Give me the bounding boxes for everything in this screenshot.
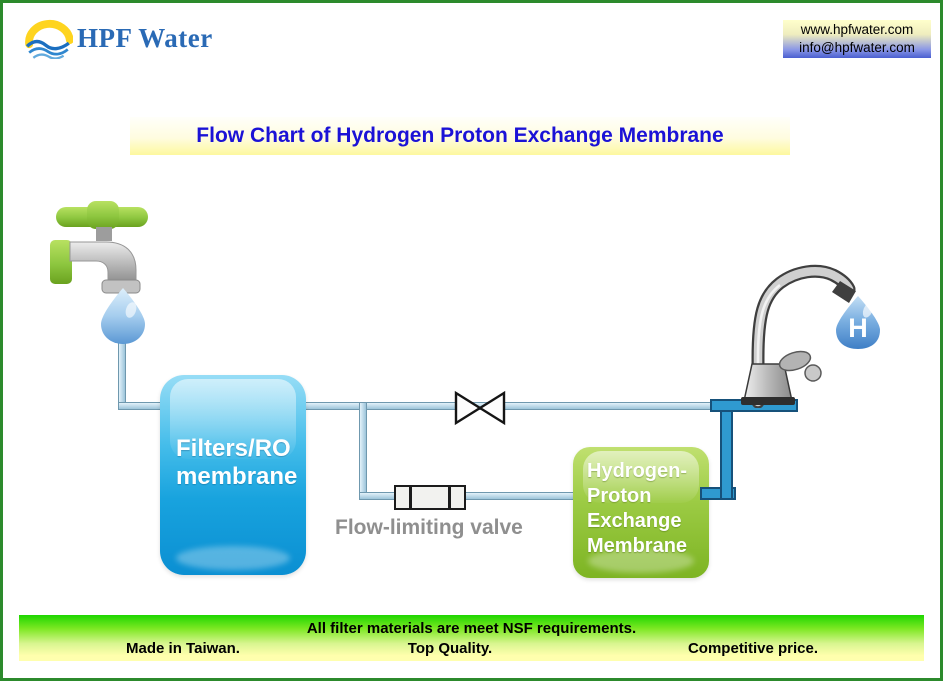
valve-divider [448,487,451,508]
valve-divider [409,487,412,508]
logo: HPF Water [25,17,213,59]
membrane-label-line2: Proton [587,485,652,507]
membrane-box: Hydrogen- Proton Exchange Membrane [573,447,709,578]
tap-faucet-icon [50,201,148,344]
filters-ro-label-line2: membrane [176,463,298,490]
competitive-price-text: Competitive price. [687,640,819,657]
email-link[interactable]: info@hpfwater.com [799,40,915,55]
flow-limiting-valve [394,485,466,510]
logo-wave-icon [25,19,73,59]
membrane-label-line4: Membrane [587,535,688,557]
logo-text: HPF Water [77,22,213,53]
page-title: Flow Chart of Hydrogen Proton Exchange M… [130,117,790,155]
shutoff-valve-icon [454,390,506,426]
flow-limiting-valve-label: Flow-limiting valve [335,516,523,539]
hydrogen-drop-icon: H [836,296,880,349]
water-drop-icon [101,288,145,344]
website-link[interactable]: www.hpfwater.com [800,22,914,37]
filters-ro-box: Filters/RO membrane [160,375,306,575]
footer-banner: All filter materials are meet NSF requir… [19,615,924,661]
pipe-thick-vertical [720,399,733,500]
hydrogen-letter: H [848,313,868,343]
filters-ro-label-line1: Filters/RO [176,435,291,462]
pipe-branch-vertical [359,402,367,498]
gooseneck-faucet-icon [741,264,856,408]
contact-box: www.hpfwater.com info@hpfwater.com [783,20,931,58]
top-quality-text: Top Quality. [407,640,493,657]
nsf-statement: All filter materials are meet NSF requir… [306,620,637,637]
made-in-taiwan-text: Made in Taiwan. [126,640,240,657]
membrane-label-line3: Exchange [587,510,682,532]
membrane-label-line1: Hydrogen- [587,460,687,482]
